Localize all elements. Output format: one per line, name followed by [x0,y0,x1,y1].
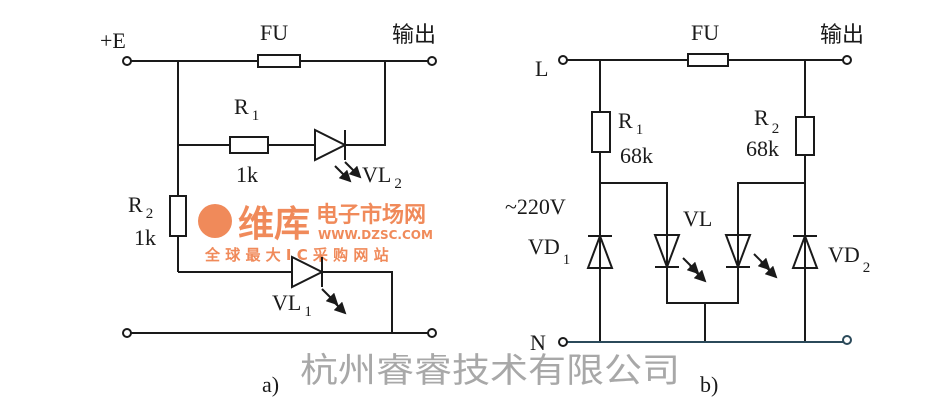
terminal [122,56,132,66]
caption-b: b) [700,372,718,397]
terminal [558,337,568,347]
led-vl1 [291,255,347,315]
wire [178,271,393,333]
vl-label: VL [683,206,712,231]
output-label-a: 输出 [392,23,436,48]
terminal [842,335,852,345]
terminal [427,56,437,66]
vd2-label: VD2 [828,242,870,276]
fuse-label-b: FU [691,20,719,45]
resistor-r1-b [591,111,611,153]
logo-slogan: 全 球 最 大 I C 采 购 网 站 [204,246,389,264]
fuse-b [687,53,729,67]
diode-vd2 [791,233,819,269]
terminal [427,328,437,338]
terminal [558,55,568,65]
watermark-company: 杭州睿睿技术有限公司 [300,351,680,391]
r2-value-a: 1k [134,225,156,250]
logo-subtext: 电子市场网 [316,202,426,228]
terminal [842,55,852,65]
fuse-a [257,54,301,68]
r1-value-b: 68k [620,143,653,168]
wire [178,61,386,146]
logo-text: 维库 [238,204,310,245]
resistor-r1-a [229,136,269,154]
resistor-r2-b [795,116,815,156]
led-vl2 [314,128,362,183]
line-label: L [535,56,548,81]
output-label-b: 输出 [820,23,864,48]
supply-label: +E [100,28,126,53]
r2-value-b: 68k [746,136,779,161]
voltage-label: ~220V [505,194,566,219]
vd1-label: VD1 [528,234,570,268]
logo-url: WWW.DZSC.COM [318,228,433,242]
neutral-label: N [530,330,546,355]
caption-a: a) [262,372,279,397]
led-vl-right [724,234,778,279]
led-vl-left [653,234,707,283]
r1-value-a: 1k [236,162,258,187]
diode-vd1 [586,233,614,269]
logo-icon [198,204,232,238]
fuse-label-a: FU [260,20,288,45]
wire [600,182,805,342]
resistor-r2-a [169,195,187,237]
terminal [122,328,132,338]
watermark: 杭州睿睿技术有限公司 维库 电子市场网 WWW.DZSC.COM 全 球 最 大… [198,202,680,391]
